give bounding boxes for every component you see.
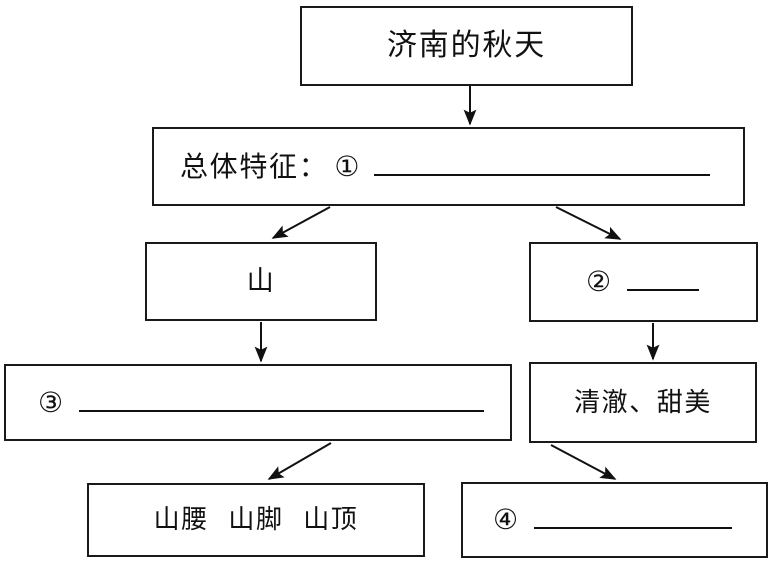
node-four-content: ④ (493, 506, 766, 534)
node-mountain: 山 (145, 242, 377, 321)
marker-circled-three: ③ (38, 385, 64, 419)
node-overall-content: 总体特征： ① (180, 149, 743, 183)
node-overall-label: 总体特征： (180, 149, 329, 183)
node-clear-sweet-label: 清澈、甜美 (574, 387, 712, 418)
edge-overall-to-two (555, 206, 622, 240)
node-two-content: ② (586, 268, 756, 296)
node-title: 济南的秋天 (300, 6, 633, 86)
node-mountain-parts-label: 山腰 山脚 山顶 (153, 505, 359, 535)
node-title-label: 济南的秋天 (387, 28, 546, 63)
blank-answer-line-four (534, 527, 733, 529)
blank-answer-line-two (627, 289, 700, 291)
node-three-content: ③ (38, 385, 510, 419)
marker-circled-four: ④ (493, 503, 519, 536)
node-blank-four: ④ (461, 482, 768, 558)
marker-circled-two: ② (586, 265, 612, 298)
node-blank-two: ② (529, 242, 758, 322)
node-clear-sweet: 清澈、甜美 (529, 362, 757, 443)
node-blank-three: ③ (4, 364, 512, 441)
blank-answer-line-three (79, 409, 485, 412)
edge-overall-to-mountain (271, 206, 331, 239)
edge-clear-to-four (550, 444, 617, 480)
blank-answer-line-one (373, 173, 710, 176)
node-mountain-parts: 山腰 山脚 山顶 (87, 483, 425, 557)
node-overall-characteristics: 总体特征： ① (152, 127, 745, 206)
marker-circled-one: ① (334, 149, 360, 183)
node-mountain-label: 山 (246, 266, 276, 297)
edge-three-to-parts (267, 442, 332, 480)
